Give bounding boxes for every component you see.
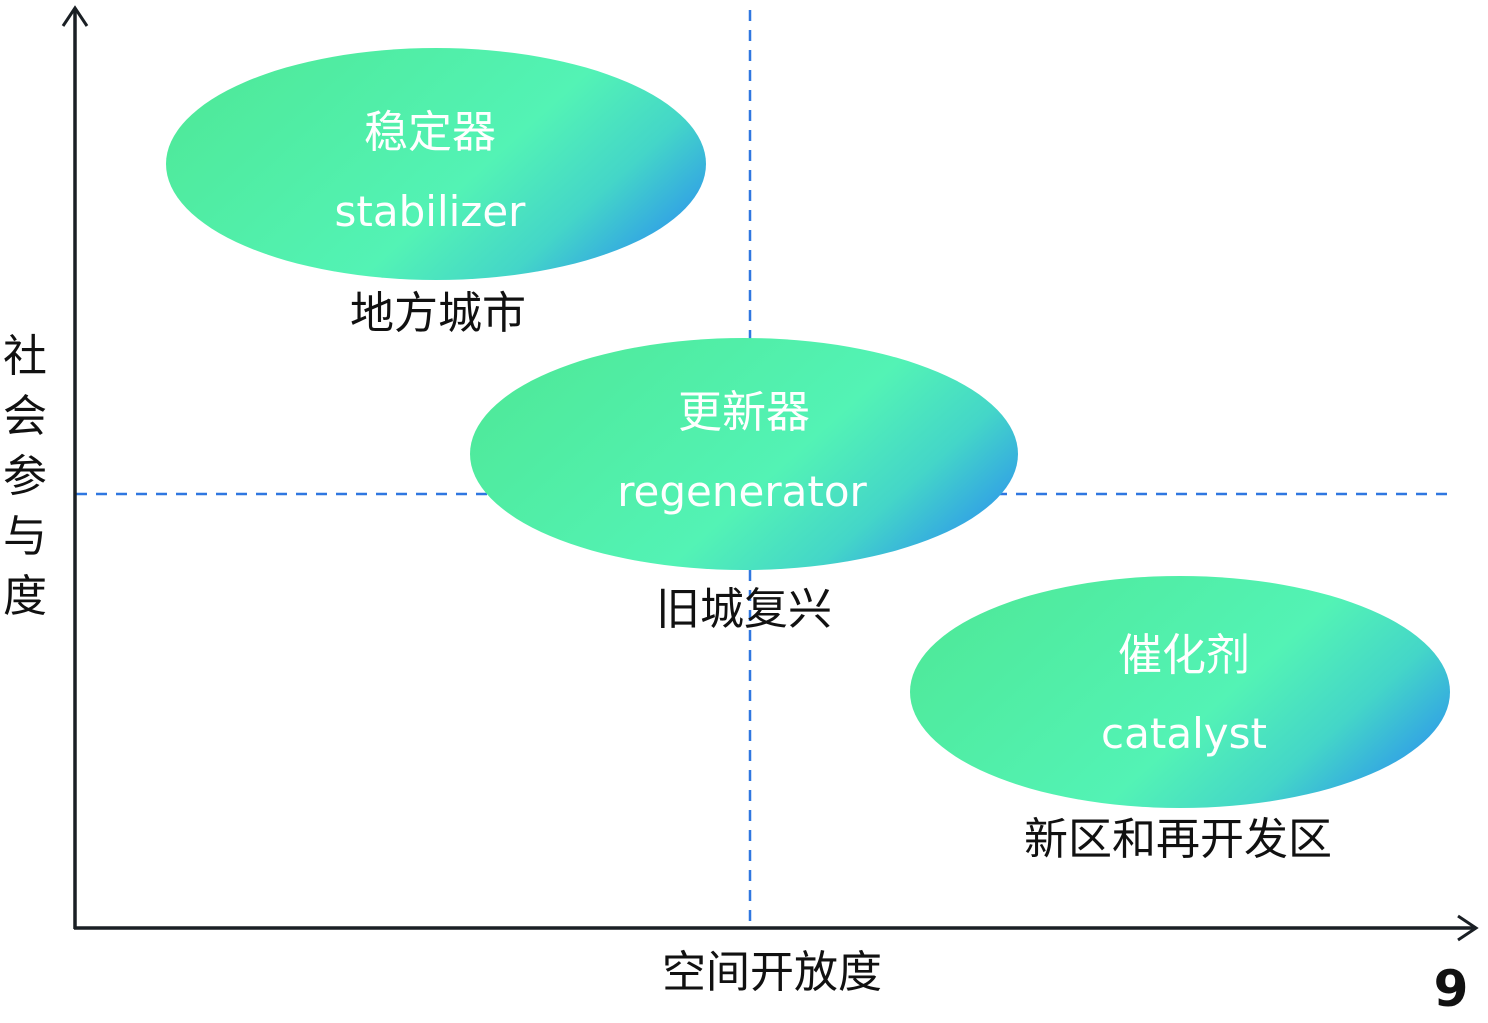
node-cn-label: 催化剂 [1118,630,1250,681]
node-caption: 新区和再开发区 [1024,814,1332,865]
y-axis-title-char: 会 [3,391,47,442]
node-catalyst: 催化剂 catalyst 新区和再开发区 [910,576,1450,865]
y-axis-arrow-icon [61,5,89,27]
y-axis-title-char: 与 [3,511,47,562]
x-axis-title: 空间开放度 [662,947,882,998]
y-axis [61,5,89,929]
node-caption: 地方城市 [350,288,526,339]
node-en-label: stabilizer [335,187,527,236]
x-axis [74,914,1479,942]
y-axis-title-char: 社 [3,331,47,382]
node-cn-label: 稳定器 [364,107,496,158]
node-cn-label: 更新器 [678,387,810,438]
y-axis-title-char: 参 [3,451,47,502]
y-axis-title: 社 会 参 与 度 [3,331,47,622]
node-en-label: regenerator [617,467,867,516]
page-number: 9 [1434,960,1469,1018]
ellipse-regenerator [470,338,1018,570]
ellipse-catalyst [910,576,1450,808]
node-stabilizer: 稳定器 stabilizer 地方城市 [166,48,706,339]
node-caption: 旧城复兴 [656,584,832,635]
node-en-label: catalyst [1101,709,1267,758]
node-regenerator: 更新器 regenerator 旧城复兴 [470,338,1018,635]
y-axis-title-char: 度 [3,571,47,622]
x-axis-arrow-icon [1457,914,1479,942]
ellipse-stabilizer [166,48,706,280]
